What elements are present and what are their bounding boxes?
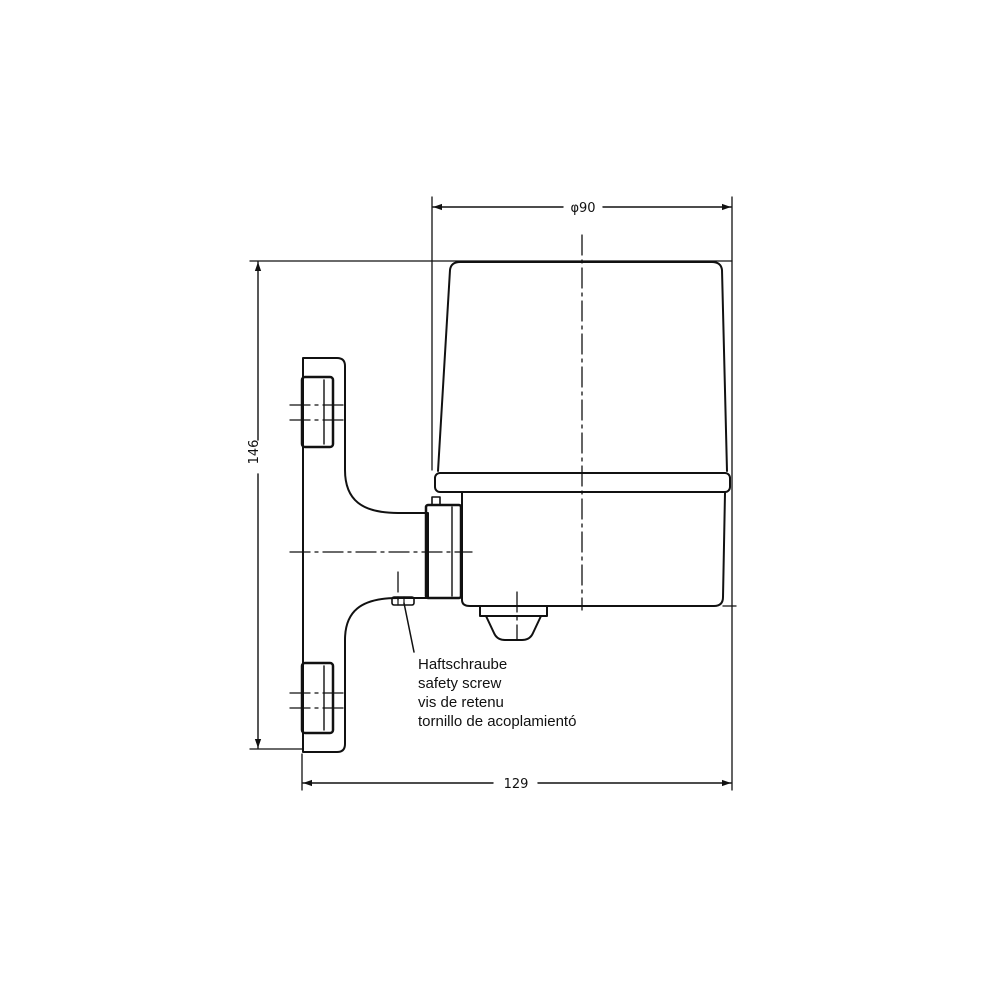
bracket-slot-lower [300,661,335,735]
callout-line-english: safety screw [418,675,502,692]
bracket-slot-upper [300,375,335,449]
width-label: 129 [504,777,529,792]
wall-bracket [302,357,429,753]
callout-line-spanish: tornillo de acoplamientó [418,713,576,730]
diameter-label: φ90 [570,201,595,216]
callout-line-french: vis de retenu [418,694,504,711]
height-label: 146 [247,440,262,465]
bottom-knob [479,606,548,641]
lamp-base [461,492,726,607]
callout-line-german: Haftschraube [418,656,507,673]
lamp-dome [437,261,728,472]
callout-leader [403,602,415,653]
